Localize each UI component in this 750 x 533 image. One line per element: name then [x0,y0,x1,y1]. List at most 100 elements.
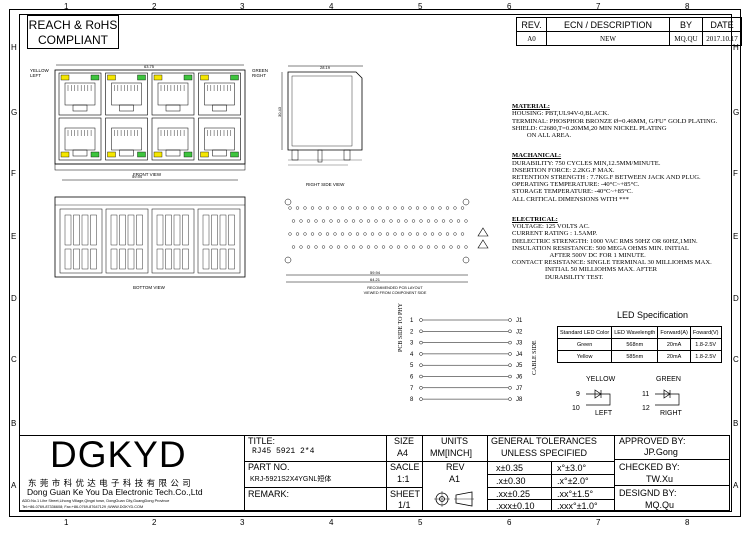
pcb-hole [400,232,405,236]
company-name-cn: 东 莞 市 科 优 达 电 子 科 技 有 限 公 司 [28,478,192,488]
jack-pin-label: J2 [516,329,523,335]
pcb-hole [314,245,318,249]
projection-symbol-icon [434,491,474,507]
yellow-led [60,74,70,81]
led-green-diode-icon [655,389,680,406]
green-right-label: GREEN RIGHT [252,68,269,78]
zone-col-5: 5 [418,2,423,11]
rev-header-by: BY [669,17,703,32]
pcb-hole [464,219,468,223]
pcb-hole [363,232,367,236]
right-side-view-drawing: 28.19 30.43 [278,65,363,166]
pcb-hole [333,232,337,236]
pcb-hole [318,232,322,236]
pcb-hole [453,206,457,210]
rj45-port [58,117,102,161]
pcb-hole [389,245,393,249]
tb-divider [244,487,422,488]
pcb-layout-drawing: 59.94 64.21 [284,198,489,283]
led-yellow-pin-9: 9 [576,391,580,398]
zone-col-3: 3 [240,2,245,11]
yellow-led [60,151,70,158]
yellow-led [107,74,116,81]
pcb-hole [445,232,450,236]
tolerance-linear-2: .x±0.30 [496,476,526,486]
sheet-value: 1/1 [398,500,411,510]
pcb-hole [348,206,352,210]
pcb-hole [445,206,450,210]
tolerance-angular-4: .xxx°±1.0° [557,501,598,511]
side-width-dim: 28.19 [320,65,331,70]
company-contact: Tel:+86-0769-87336608; Fax:+86-0769-8764… [22,505,144,509]
company-name-en: Dong Guan Ke You Da Electronic Tech.Co.,… [27,487,203,497]
led-cell: Yellow [556,350,613,363]
pcb-hole [430,206,435,210]
front-bottom-dim: 59.94 [132,174,143,179]
zone-col-5-bottom: 5 [418,518,423,527]
size-label: SIZE [394,436,415,446]
led-header-wavelength: LED Wavelength [611,326,659,339]
zone-col-6: 6 [507,2,512,11]
pcb-hole [378,206,382,210]
pin-number: 5 [410,363,414,369]
pcb-hole [449,245,453,249]
pcb-hole [460,232,465,236]
pcb-hole [355,232,360,236]
pcb-hole [340,206,345,210]
jack-pin-label: J8 [516,397,523,403]
zone-col-7: 7 [596,2,601,11]
pcb-hole [426,219,431,223]
pcb-hole [363,206,367,210]
yellow-led [200,74,209,81]
pcb-hole [423,232,427,236]
tolerance-angular-3: .xx°±1.5° [557,489,594,499]
pcb-hole [411,245,416,249]
tb-divider [487,435,488,511]
pcb-hole [288,206,292,210]
pcb-hole [303,206,307,210]
zone-col-2-bottom: 2 [152,518,157,527]
pcb-hole [378,232,382,236]
green-led [90,74,100,81]
company-logo: DGKYD [50,434,187,475]
bottom-port [59,208,103,274]
pcb-hole [374,219,378,223]
pcb-hole [381,245,386,249]
pcb-hole [396,245,401,249]
pcb-hole [434,245,438,249]
tolerance-linear-1: x±0.35 [496,463,523,473]
pcb-layout-label-2: VIEWED FROM COMPONENT SIDE [363,290,427,295]
green-led [183,74,193,81]
front-view-label: FRONT VIEW [133,172,162,177]
pcb-hole [329,219,333,223]
pcb-hole [419,219,423,223]
electrical-text: VOLTAGE: 125 VOLTS AC. CURRENT RATING : … [512,223,712,281]
pcb-hole [359,219,363,223]
led-header-color: Standard LED Color [556,326,613,339]
units-label: UNITS [441,436,468,446]
led-cell: 568nm [611,338,659,351]
front-width-dim: 63.75 [144,64,155,69]
rev-label: REV [446,462,465,472]
rj45-port [105,117,148,161]
pcb-hole [306,245,311,249]
pcb-hole [393,206,397,210]
jack-pin-label: J3 [516,341,523,347]
scale-label: SACLE [390,462,420,472]
yellow-led [153,151,163,158]
led-cell: 585nm [611,350,659,363]
pcb-hole [299,245,303,249]
tolerance-header-2: UNLESS SPECIFIED [501,448,588,458]
zone-row-a-right: A [733,481,739,490]
zone-col-2: 2 [152,2,157,11]
tb-divider [244,461,614,462]
pcb-hole [415,232,420,236]
rev-header-rev: REV. [516,17,547,32]
tolerance-angular-2: .x°±2.0° [557,476,589,486]
tolerance-linear-3: .xx±0.25 [496,489,530,499]
pcb-hole [288,232,292,236]
pcb-hole [411,219,416,223]
pcb-layout-caption: RECOMMENDED PCB LAYOUT VIEWED FROM COMPO… [350,286,440,295]
electrical-heading: ELECTRICAL: [512,216,558,224]
